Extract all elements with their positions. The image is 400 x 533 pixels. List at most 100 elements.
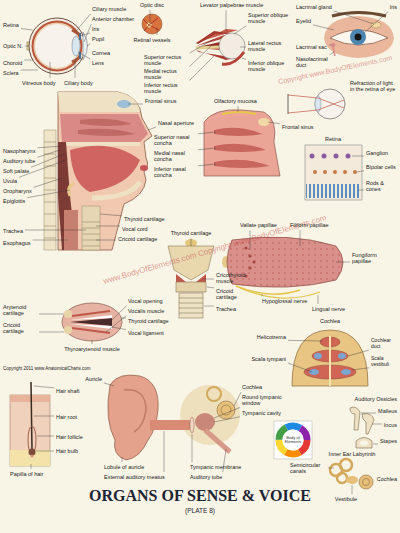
part-label: Nasal aperture [158, 120, 194, 126]
head-section-part [78, 119, 136, 136]
head-section-part [140, 165, 148, 171]
part-label: Thyroid cartilage [128, 318, 169, 324]
leader-line [100, 214, 122, 216]
leader-line [21, 29, 33, 30]
part-label: Scala tympani [251, 356, 286, 362]
larynx-top-part [64, 310, 72, 318]
part-label: Vocal opening [128, 298, 163, 304]
leader-line [238, 106, 239, 112]
part-label: Incus [384, 422, 397, 428]
part-label: Eyelid [296, 18, 311, 24]
skin-hair-part [10, 395, 50, 466]
cochlea-section-part [329, 336, 331, 386]
leader-line [373, 444, 378, 445]
nasal-cavity-part [222, 112, 256, 114]
part-label: Nasolacrimal duct [296, 56, 328, 69]
part-label: Lingual nerve [312, 306, 345, 312]
part-label: Vestibule [335, 496, 357, 502]
skin-hair-part [31, 455, 34, 458]
retina-layers-part [346, 154, 351, 159]
part-label: Vocalis muscle [128, 308, 164, 314]
part-label: Retinal vessels [134, 37, 171, 43]
leader-line [112, 327, 126, 330]
retina-layers-part [353, 170, 357, 174]
ear-part [207, 387, 221, 401]
head-section-part [64, 142, 140, 146]
leader-line [80, 33, 90, 36]
part-label: Tympanic membrane [190, 464, 241, 470]
head-section-part [44, 142, 56, 238]
leader-line [34, 178, 62, 187]
inner-ear-labyrinth-part [346, 476, 358, 484]
leader-line [204, 306, 214, 307]
part-label: Oropharynx [3, 188, 32, 194]
inner-ear-labyrinth-part [340, 459, 352, 471]
part-label: Esophagus [3, 240, 31, 246]
leader-line [78, 52, 90, 59]
part-label: Optic N. [3, 43, 23, 49]
nasal-cavity-part [214, 144, 266, 152]
part-label: Lens [92, 60, 104, 66]
inner-ear-labyrinth-part [337, 473, 347, 483]
nasal-cavity-part [214, 128, 262, 136]
part-label: Cornea [92, 50, 110, 56]
tongue-part [244, 246, 247, 249]
part-label: Levator palpebrae muscle [200, 2, 263, 8]
head-section-part [82, 222, 100, 246]
part-label: Rods & cones [366, 180, 397, 193]
retina-layers-part [313, 170, 317, 174]
leader-line [214, 417, 240, 422]
figure-title: Auditory Ossicles [355, 396, 398, 402]
part-label: Bipolar cells [366, 164, 396, 170]
cochlea-section-part [309, 369, 319, 375]
plate-caption: (PLATE 8) [185, 507, 215, 514]
eye-muscles [196, 29, 245, 64]
part-label: Arytenoid cartilage [3, 304, 37, 317]
logo-wheel [274, 421, 312, 459]
part-label: Cricoid cartilage [3, 322, 37, 335]
retina-layers-part [333, 170, 337, 174]
part-label: Cochlea [242, 384, 262, 390]
cochlea-section [292, 330, 368, 386]
ear-part [108, 375, 158, 460]
leader-line [313, 25, 334, 30]
figure-title: Retina [325, 136, 341, 142]
part-label: Malleus [378, 408, 397, 414]
eye-section-part [83, 32, 88, 60]
figure-title: Cochlea [320, 318, 340, 324]
head-section-part [82, 206, 100, 250]
part-label: Trachea [3, 228, 23, 234]
part-label: Lacrimal gland [296, 4, 332, 10]
ear-part [190, 417, 194, 433]
leader-line [214, 407, 240, 418]
leader-line [352, 485, 353, 494]
leader-line [39, 332, 64, 333]
leader-line [37, 146, 62, 148]
eye-section-part [79, 33, 81, 59]
retina-layers-part [305, 145, 362, 200]
ear-part [217, 401, 235, 419]
part-label: Lateral rectus muscle [248, 40, 290, 53]
leader-line [37, 436, 54, 437]
nasal-cavity [204, 110, 280, 176]
ear [108, 375, 240, 460]
external-eye-part [350, 29, 366, 45]
retina-layers-part [310, 154, 315, 159]
retina-layers-part [334, 154, 339, 159]
larynx-top-part [70, 315, 112, 329]
part-label: Inferior nasal concha [154, 166, 196, 179]
leader-line [164, 431, 165, 472]
leader-line [191, 238, 192, 246]
leader-line [25, 230, 86, 231]
leader-line [96, 240, 116, 241]
part-label: Sclera [3, 70, 19, 76]
leader-line [198, 132, 216, 134]
part-label: Epiglottis [3, 198, 25, 204]
part-label: Hair root [56, 414, 77, 420]
part-label: Semicircular canals [290, 462, 326, 475]
leader-line [189, 45, 212, 67]
leader-line [288, 340, 322, 342]
leader-line [122, 457, 123, 462]
